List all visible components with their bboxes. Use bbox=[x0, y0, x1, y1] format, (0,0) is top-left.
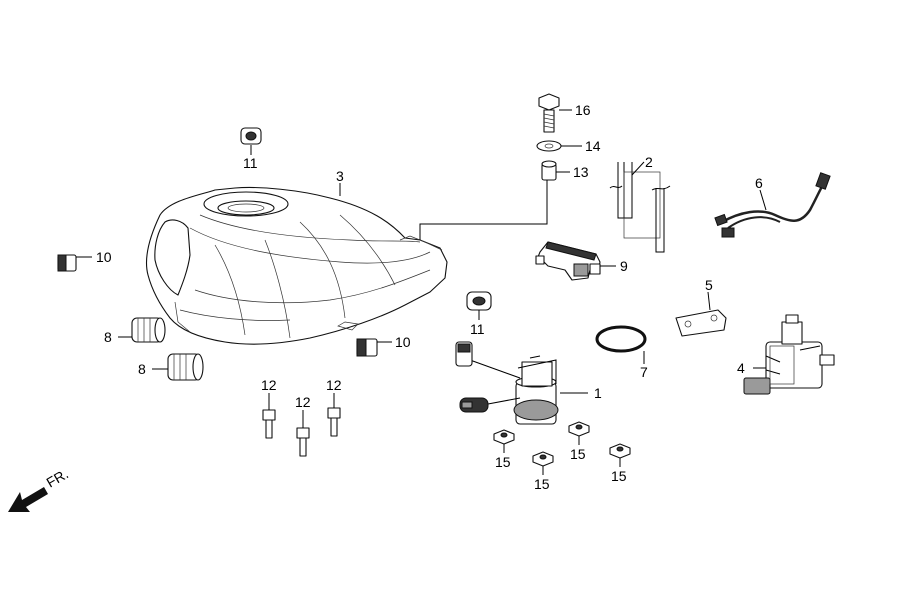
o-ring-part bbox=[595, 325, 647, 353]
callout-14: 14 bbox=[585, 138, 601, 154]
nut-part-a bbox=[493, 429, 515, 445]
callout-12-left: 12 bbox=[261, 377, 277, 393]
washer-part bbox=[536, 140, 562, 152]
callout-7: 7 bbox=[640, 364, 648, 380]
callout-15-b: 15 bbox=[534, 476, 550, 492]
bolt-part bbox=[538, 93, 560, 133]
wire-harness-part bbox=[714, 172, 831, 238]
leader-lines bbox=[76, 109, 767, 475]
front-direction-label: FR. bbox=[44, 465, 72, 490]
callout-10-middle: 10 bbox=[395, 334, 411, 350]
callout-12-middle: 12 bbox=[295, 394, 311, 410]
callout-9: 9 bbox=[620, 258, 628, 274]
nut-part-c bbox=[568, 421, 590, 437]
collar-part bbox=[541, 160, 557, 181]
callout-10-left: 10 bbox=[96, 249, 112, 265]
bolt-part-12b bbox=[296, 427, 310, 457]
front-direction-arrow-icon bbox=[8, 487, 48, 512]
callout-5: 5 bbox=[705, 277, 713, 293]
callout-16: 16 bbox=[575, 102, 591, 118]
callout-11-top: 11 bbox=[243, 155, 258, 171]
hose-part bbox=[609, 162, 671, 253]
grommet-part-top bbox=[240, 127, 262, 145]
bolt-part-12c bbox=[327, 407, 341, 437]
mounting-plate-part bbox=[675, 309, 727, 337]
callout-15-c: 15 bbox=[570, 446, 586, 462]
callout-13: 13 bbox=[573, 164, 589, 180]
nut-part-b bbox=[532, 451, 554, 467]
callout-6: 6 bbox=[755, 175, 763, 191]
mounting-bracket-part bbox=[535, 241, 601, 281]
bolt-part-12a bbox=[262, 409, 276, 439]
callout-4: 4 bbox=[737, 360, 745, 376]
grommet-part-middle bbox=[466, 291, 492, 311]
callout-12-right: 12 bbox=[326, 377, 342, 393]
rubber-part-lower bbox=[167, 353, 204, 381]
cushion-part-left bbox=[57, 254, 77, 272]
fuel-tank-part bbox=[145, 186, 448, 345]
callout-labels: 1 2 3 4 5 6 7 8 8 9 10 10 11 11 12 12 12… bbox=[96, 102, 763, 492]
rubber-part-upper bbox=[131, 317, 166, 343]
callout-15-a: 15 bbox=[495, 454, 511, 470]
callout-2: 2 bbox=[645, 154, 653, 170]
callout-11-middle: 11 bbox=[470, 321, 485, 337]
callout-8-lower: 8 bbox=[138, 361, 146, 377]
nut-part-d bbox=[609, 443, 631, 459]
callout-15-d: 15 bbox=[611, 468, 627, 484]
fuel-pump-part bbox=[455, 341, 559, 425]
callout-3: 3 bbox=[336, 168, 344, 184]
callout-1: 1 bbox=[594, 385, 602, 401]
callout-8-upper: 8 bbox=[104, 329, 112, 345]
cushion-part-middle bbox=[356, 338, 378, 357]
valve-part bbox=[743, 314, 835, 395]
